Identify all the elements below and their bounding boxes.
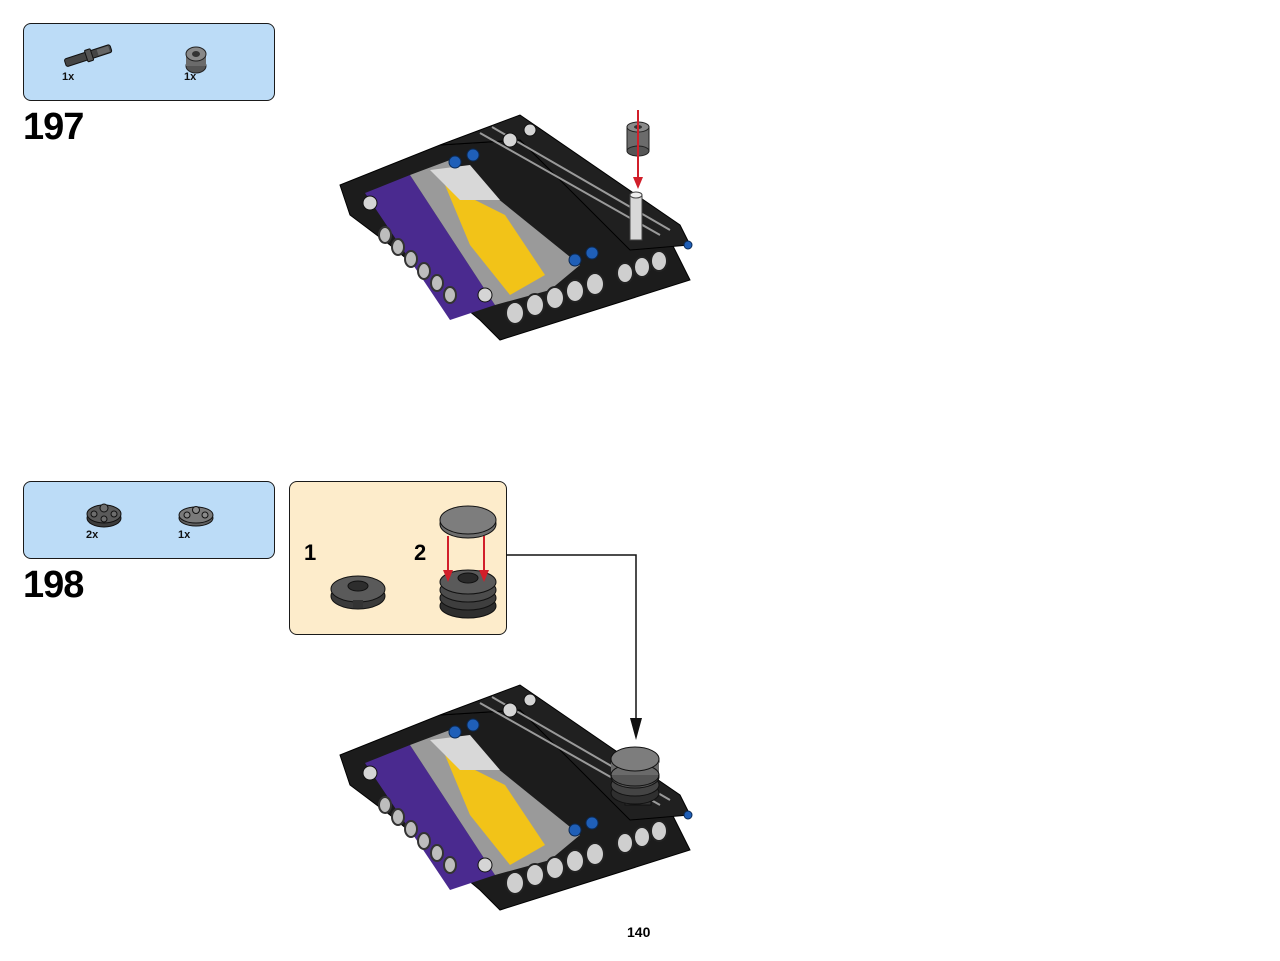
part-quantity: 1x: [178, 529, 191, 541]
part-quantity: 2x: [86, 529, 99, 541]
substep-callout-box: 1 2: [289, 481, 507, 635]
substep-2-assembly: [439, 505, 497, 619]
model-assembly-198: [339, 684, 693, 911]
axle-pin-icon: [64, 44, 113, 67]
part-quantity: 1x: [62, 71, 75, 83]
substep-number: 2: [414, 540, 427, 565]
bush-icon: [185, 46, 207, 74]
substep-number: 1: [304, 540, 317, 565]
step-197-parts-box: 1x 1x: [23, 23, 275, 101]
round-plate-icon: [178, 506, 214, 527]
step-number: 197: [23, 106, 84, 148]
step-198-parts-box: 2x 1x: [23, 481, 275, 559]
callout-connector-arrow: [506, 554, 642, 740]
model-assembly-197: [339, 110, 693, 341]
round-plate-icon: [86, 503, 122, 528]
step-number: 198: [23, 564, 84, 606]
page-number: 140: [627, 924, 651, 940]
round-plate-icon: [330, 575, 386, 610]
part-quantity: 1x: [184, 71, 197, 83]
